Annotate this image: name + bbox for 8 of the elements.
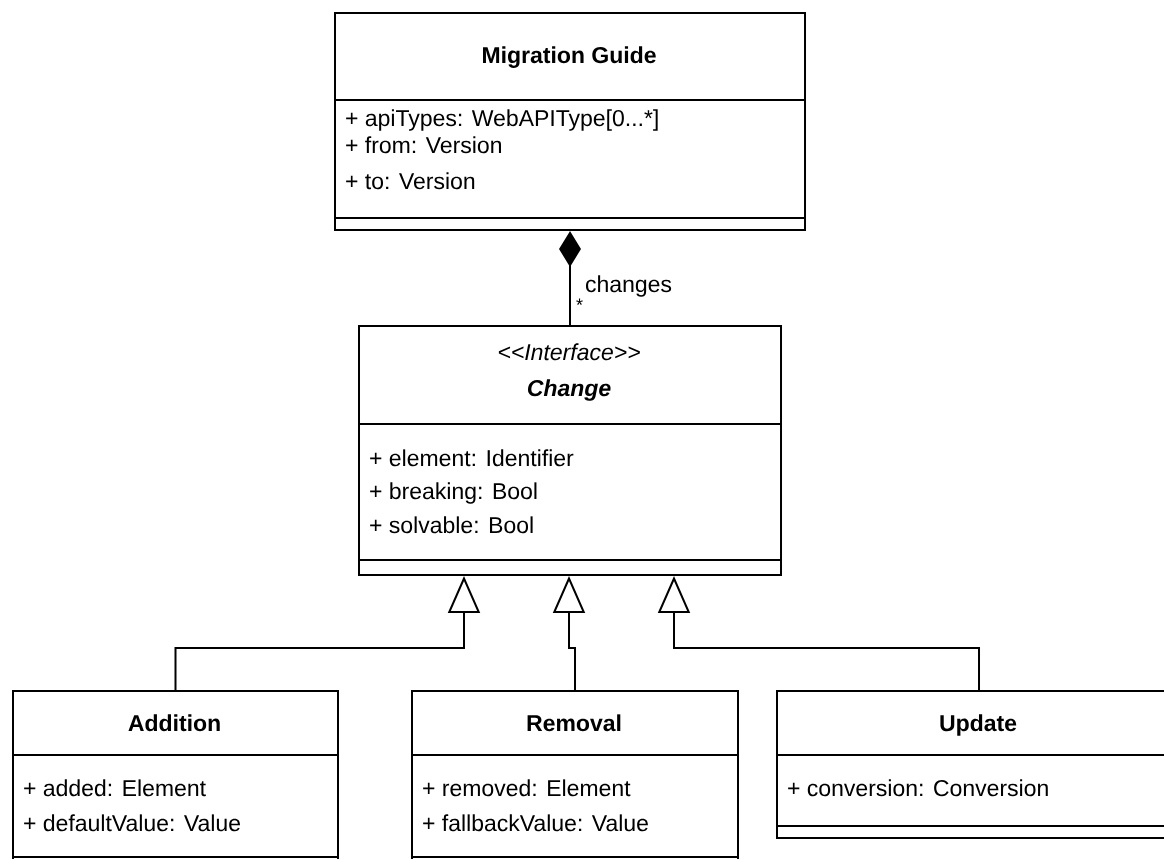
class-box: <<Interface>> Change + element: Identifier + breaking: Bool + solvable: Bool [357, 325, 782, 576]
multiplicity-label: * [576, 298, 583, 305]
composition-line [559, 231, 581, 326]
class-box: Removal + removed: Element + fallbackValue: Value [410, 690, 739, 859]
class-box: Update + conversion: Conversion [775, 690, 1164, 839]
edge-label: changes [586, 275, 672, 297]
class-box: Migration Guide + apiTypes: WebAPIType[0...*] + from: Version + to: Version [333, 12, 806, 231]
class-box: Addition + added: Element + defaultValue: Value [11, 690, 339, 859]
